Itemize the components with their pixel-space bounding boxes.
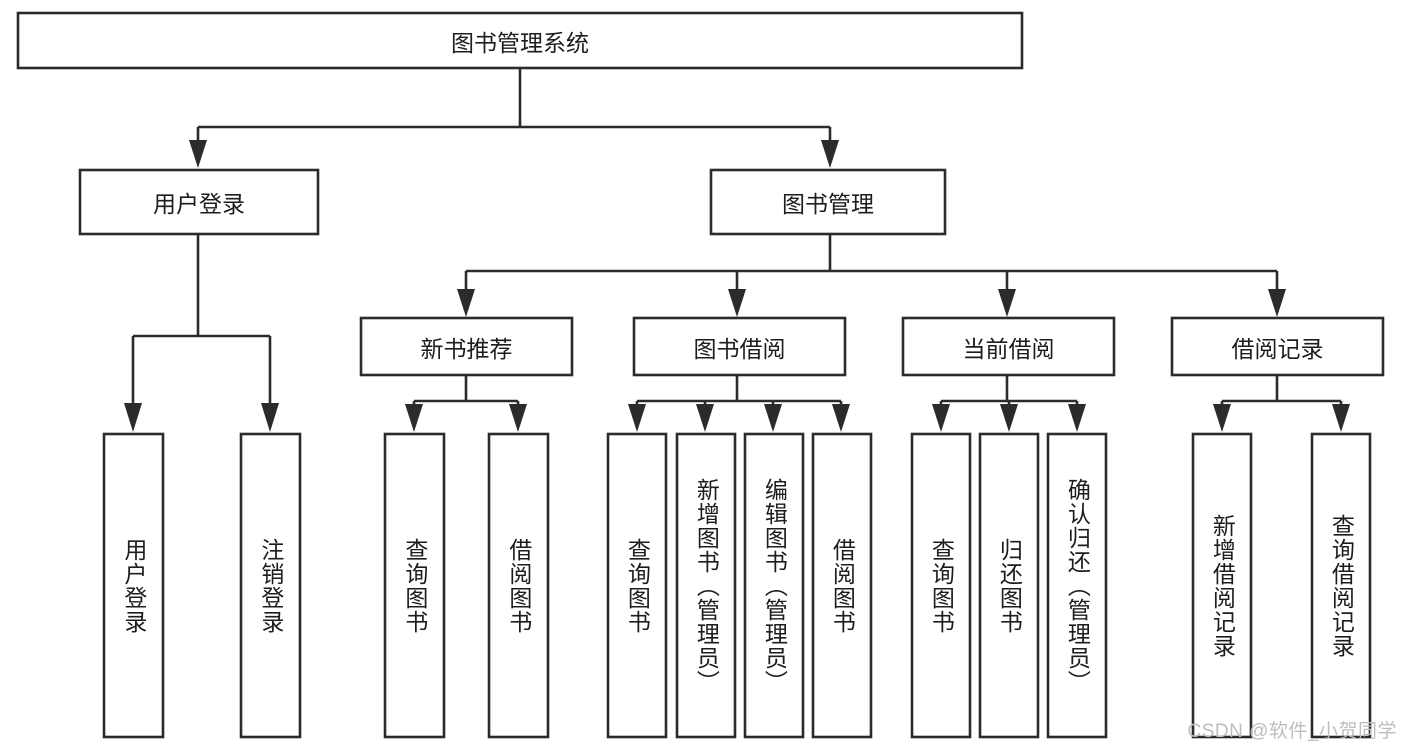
node-label-root: 图书管理系统 [451,29,589,56]
node-label-book-manage: 图书管理 [782,191,874,217]
leaf-label-current-borrow-2: 归还图书 [996,537,1023,634]
arrow-head-newbook-leaf-1 [405,404,423,432]
connector-currentborrow-to-leaves [932,375,1086,432]
arrow-head-new-book [457,289,475,317]
arrow-head-bookborrow-leaf-1 [628,404,646,432]
connector-borrowrecord-to-leaves [1213,375,1350,432]
arrow-head-leaf-user-login [124,403,142,432]
connector-userlogin-to-leaves [124,234,279,432]
leaf-box-book-borrow-1[interactable] [606,432,668,739]
arrow-head-borrow-record [1268,289,1286,317]
leaf-label-borrow-record-1: 新增借阅记录 [1209,513,1236,658]
arrow-head-borrowrecord-leaf-2 [1332,404,1350,432]
arrow-head-book-manage [821,140,839,168]
connector-bookmanage-to-level3 [457,234,1286,317]
leaf-box-borrow-record-1[interactable] [1191,432,1253,739]
leaf-label-current-borrow-1: 查询图书 [928,537,955,634]
connector-newbook-to-leaves [405,375,527,432]
leaf-box-book-borrow-3[interactable] [743,432,805,739]
leaf-label-user-login-2: 注销登录 [257,537,284,634]
node-label-current-borrow: 当前借阅 [962,335,1055,362]
leaf-box-current-borrow-3[interactable] [1046,432,1108,739]
watermark-text: CSDN @软件_小贺同学 [1187,721,1397,742]
leaf-label-book-borrow-1: 查询图书 [624,537,651,634]
leaf-box-user-login-1[interactable] [102,432,165,739]
node-label-book-borrow: 图书借阅 [693,335,786,362]
leaf-box-book-borrow-2[interactable] [675,432,737,739]
leaf-box-current-borrow-1[interactable] [910,432,972,739]
connector-bookborrow-to-leaves [628,375,850,432]
leaf-label-borrow-record-2: 查询借阅记录 [1328,513,1355,658]
node-box-book-manage[interactable] [709,168,947,236]
node-label-borrow-record: 借阅记录 [1231,335,1324,362]
arrow-head-currentborrow-leaf-1 [932,404,950,432]
connector-root-to-level2 [189,68,839,168]
node-box-new-book-recommend[interactable] [359,316,574,377]
arrow-head-currentborrow-leaf-3 [1068,404,1086,432]
arrow-head-book-borrow [728,289,746,317]
arrow-head-bookborrow-leaf-2 [696,404,714,432]
leaf-box-borrow-record-2[interactable] [1310,432,1372,739]
arrow-head-newbook-leaf-2 [509,404,527,432]
arrow-head-leaf-logout [261,403,279,432]
node-box-user-login[interactable] [78,168,320,236]
arrow-head-user-login [189,140,207,168]
leaf-label-new-book-2: 借阅图书 [505,537,532,634]
node-box-book-borrow[interactable] [632,316,847,377]
arrow-head-bookborrow-leaf-3 [764,404,782,432]
node-box-current-borrow[interactable] [901,316,1116,377]
leaf-label-book-borrow-2: 新增图书（管理员） [693,477,720,694]
leaf-label-book-borrow-4: 借阅图书 [829,537,856,634]
leaf-box-book-borrow-4[interactable] [811,432,873,739]
leaf-label-current-borrow-3: 确认归还（管理员） [1064,477,1091,694]
leaf-box-current-borrow-2[interactable] [978,432,1040,739]
arrow-head-bookborrow-leaf-4 [832,404,850,432]
leaf-label-user-login-1: 用户登录 [120,537,147,634]
node-box-borrow-record[interactable] [1170,316,1385,377]
leaf-label-book-borrow-3: 编辑图书（管理员） [761,477,788,694]
node-label-new-book-recommend: 新书推荐 [420,335,513,362]
node-label-user-login: 用户登录 [153,191,245,217]
leaf-box-new-book-1[interactable] [383,432,446,739]
arrow-head-currentborrow-leaf-2 [1000,404,1018,432]
leaf-box-new-book-2[interactable] [487,432,550,739]
arrow-head-borrowrecord-leaf-1 [1213,404,1231,432]
leaf-box-user-login-2[interactable] [239,432,302,739]
leaf-label-new-book-1: 查询图书 [401,537,428,634]
node-box-root[interactable] [16,11,1024,70]
arrow-head-current-borrow [998,289,1016,317]
